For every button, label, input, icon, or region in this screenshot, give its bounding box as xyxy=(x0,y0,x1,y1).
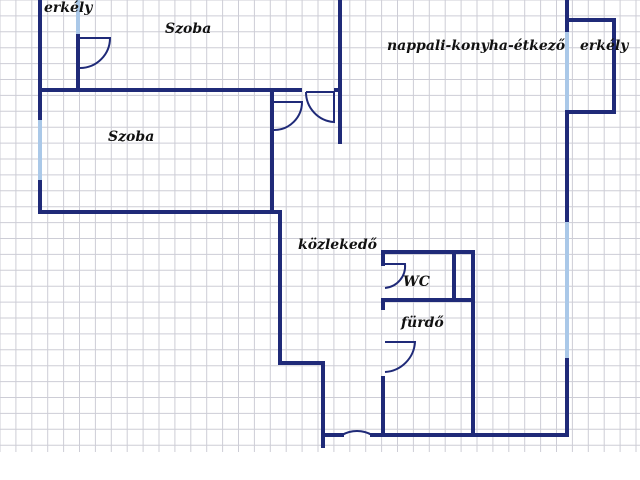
label-szoba-top: Szoba xyxy=(165,21,211,37)
label-nappali: nappali-konyha-étkező xyxy=(387,38,566,54)
label-furdo: fürdő xyxy=(400,315,444,331)
label-kozlekedo: közlekedő xyxy=(298,237,378,253)
door-top-room xyxy=(79,37,112,69)
door-entrance xyxy=(341,430,373,436)
door-wc xyxy=(384,263,407,289)
door-hall-living xyxy=(304,91,335,124)
door-bathroom xyxy=(384,341,417,373)
grid-lines xyxy=(0,0,640,452)
doors xyxy=(79,37,417,436)
label-erkely-right: erkély xyxy=(580,38,629,54)
windows xyxy=(38,0,569,360)
label-erkely-left: erkély xyxy=(44,0,93,16)
walls xyxy=(38,0,616,448)
room-labels: erkély Szoba nappali-konyha-étkező erkél… xyxy=(44,0,629,331)
label-szoba-middle: Szoba xyxy=(108,129,154,145)
door-middle-room xyxy=(273,101,304,131)
label-wc: WC xyxy=(403,274,430,290)
